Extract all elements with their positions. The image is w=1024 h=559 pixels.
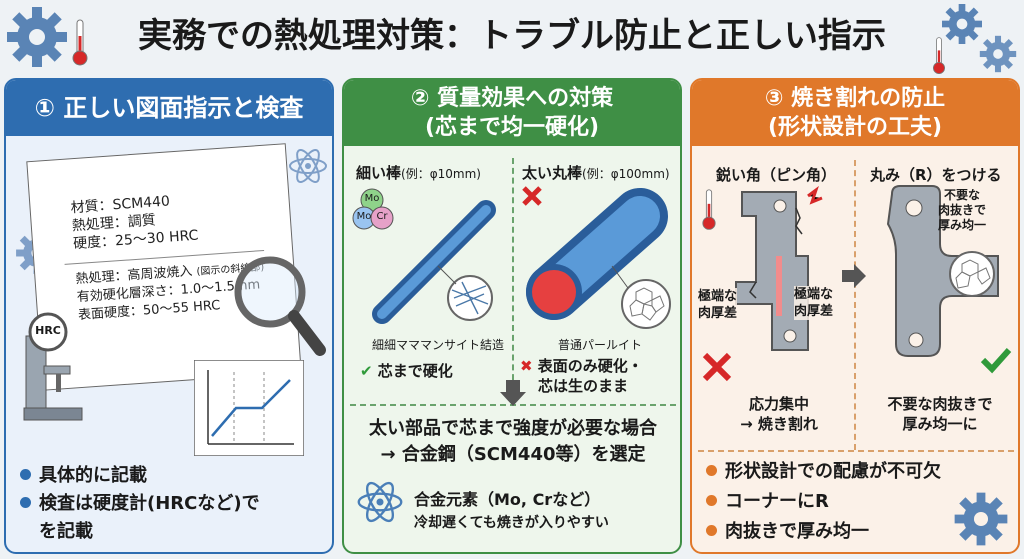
cross-icon	[702, 352, 732, 382]
alloy-line2: 冷却遅くても焼きが入りやすい	[414, 515, 609, 531]
thick-result: ✖ 表面のみ硬化・芯は生のまま	[520, 357, 643, 395]
thermometer-icon	[702, 189, 716, 230]
page-title: 実務での熱処理対策：トラブル防止と正しい指示	[138, 16, 886, 56]
thermometer-icon	[933, 37, 945, 74]
hardness-tester-icon	[23, 312, 83, 421]
thick-rod-title: 太い丸棒(例：φ100mm)	[522, 164, 670, 182]
thin-result: ✔ 芯まで硬化	[360, 362, 453, 380]
thick-rod-illustration	[522, 186, 671, 329]
thickness-diff-label: 極端な肉厚差	[698, 288, 738, 322]
hardness-graph	[194, 360, 304, 456]
thermometer-icon	[72, 19, 88, 66]
bullet-continuation: を記載	[39, 521, 93, 542]
thick-structure-label: 普通パールイト	[558, 338, 643, 352]
sharp-part-illustration	[735, 186, 823, 351]
atom-icon	[289, 149, 327, 183]
gear-icon	[7, 7, 67, 67]
panel3-header: ③ 焼き割れの防止 (形状設計の工夫)	[692, 80, 1018, 146]
atom-icon	[357, 481, 403, 523]
element-label: Cr	[376, 211, 388, 222]
alloy-line1: 合金元素（Mo, Crなど）	[414, 490, 601, 509]
arrow-down-icon	[500, 380, 526, 406]
gear-icon	[954, 492, 1008, 546]
conclusion-line2: → 合金鋼（SCM440等）を選定	[380, 444, 646, 465]
gear-icon	[942, 4, 982, 44]
bullet-item: 形状設計での配慮が不可欠	[706, 460, 941, 484]
bullet-item: 検査は硬度計(HRCなど)で	[20, 492, 260, 516]
check-icon	[980, 347, 1012, 374]
rounded-result: 不要な肉抜きで厚み均一に	[887, 395, 993, 433]
element-label: Mo	[356, 211, 372, 222]
tester-label: HRC	[35, 324, 61, 337]
rounded-corner-title: 丸み（R）をつける	[870, 166, 1002, 184]
uniform-thickness-label: 不要な肉抜きで厚み均一	[938, 188, 987, 232]
element-label: Mo	[364, 193, 380, 204]
panel-mass-effect: ② 質量効果への対策 (芯まで均一硬化) 細い棒(例：φ10mm) 太い丸棒(例…	[342, 78, 682, 554]
conclusion-line1: 太い部品で芯まで強度が必要な場合	[369, 418, 657, 439]
thin-structure-label: 細細マママンサイト結造	[372, 338, 505, 352]
sharp-corner-title: 鋭い角（ピン角）	[716, 166, 837, 184]
thin-rod-title: 細い棒(例：φ10mm)	[356, 164, 481, 182]
magnifier-icon	[234, 256, 326, 356]
bullet-item: 具体的に記載	[20, 464, 147, 488]
panel2-header: ② 質量効果への対策 (芯まで均一硬化)	[344, 80, 680, 146]
thickness-diff-label: 極端な肉厚差	[794, 286, 834, 320]
panel-drawing-instructions: ① 正しい図面指示と検査 材質：SCM440 熱処理：調質 硬度：25〜30 H…	[4, 78, 334, 554]
bullet-item: コーナーにR	[706, 490, 829, 514]
panel1-header: ① 正しい図面指示と検査	[6, 80, 332, 136]
sharp-result: 応力集中→ 焼き割れ	[740, 395, 818, 433]
gear-icon	[979, 35, 1017, 73]
arrow-right-icon	[842, 264, 866, 288]
thin-rod-illustration	[352, 188, 496, 324]
panel-crack-prevention: ③ 焼き割れの防止 (形状設計の工夫) 鋭い角（ピン角） 丸み（R）をつける 極…	[690, 78, 1020, 554]
bullet-item: 肉抜きで厚み均一	[706, 520, 869, 544]
rounded-part-illustration	[886, 185, 999, 357]
